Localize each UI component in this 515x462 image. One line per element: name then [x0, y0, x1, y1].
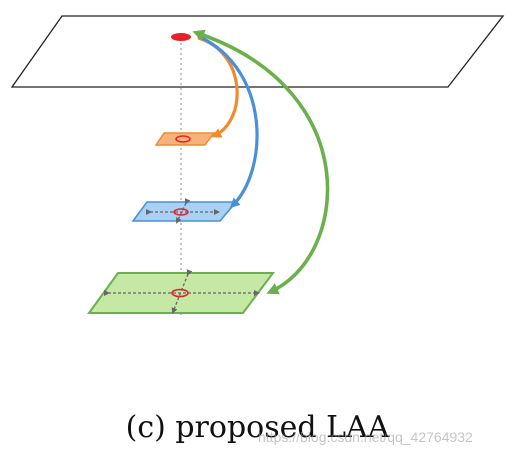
level-medium-center-marker	[173, 208, 189, 216]
level-medium	[131, 198, 238, 224]
arrow-to-large-level	[192, 29, 330, 295]
query-plane	[10, 15, 505, 88]
level-small	[154, 132, 216, 146]
figure-caption: (c) proposed LAA	[125, 410, 390, 445]
level-large-offset-arrow-v	[171, 269, 193, 314]
level-small-plane	[154, 132, 216, 146]
query-point	[171, 33, 191, 41]
level-large	[87, 269, 275, 314]
level-large-center-marker	[171, 288, 189, 298]
level-medium-offset-arrow-v	[176, 198, 191, 224]
level-small-center-marker	[175, 135, 191, 143]
watermark: https://blog.csdn.net/qq_42764932	[258, 429, 473, 445]
